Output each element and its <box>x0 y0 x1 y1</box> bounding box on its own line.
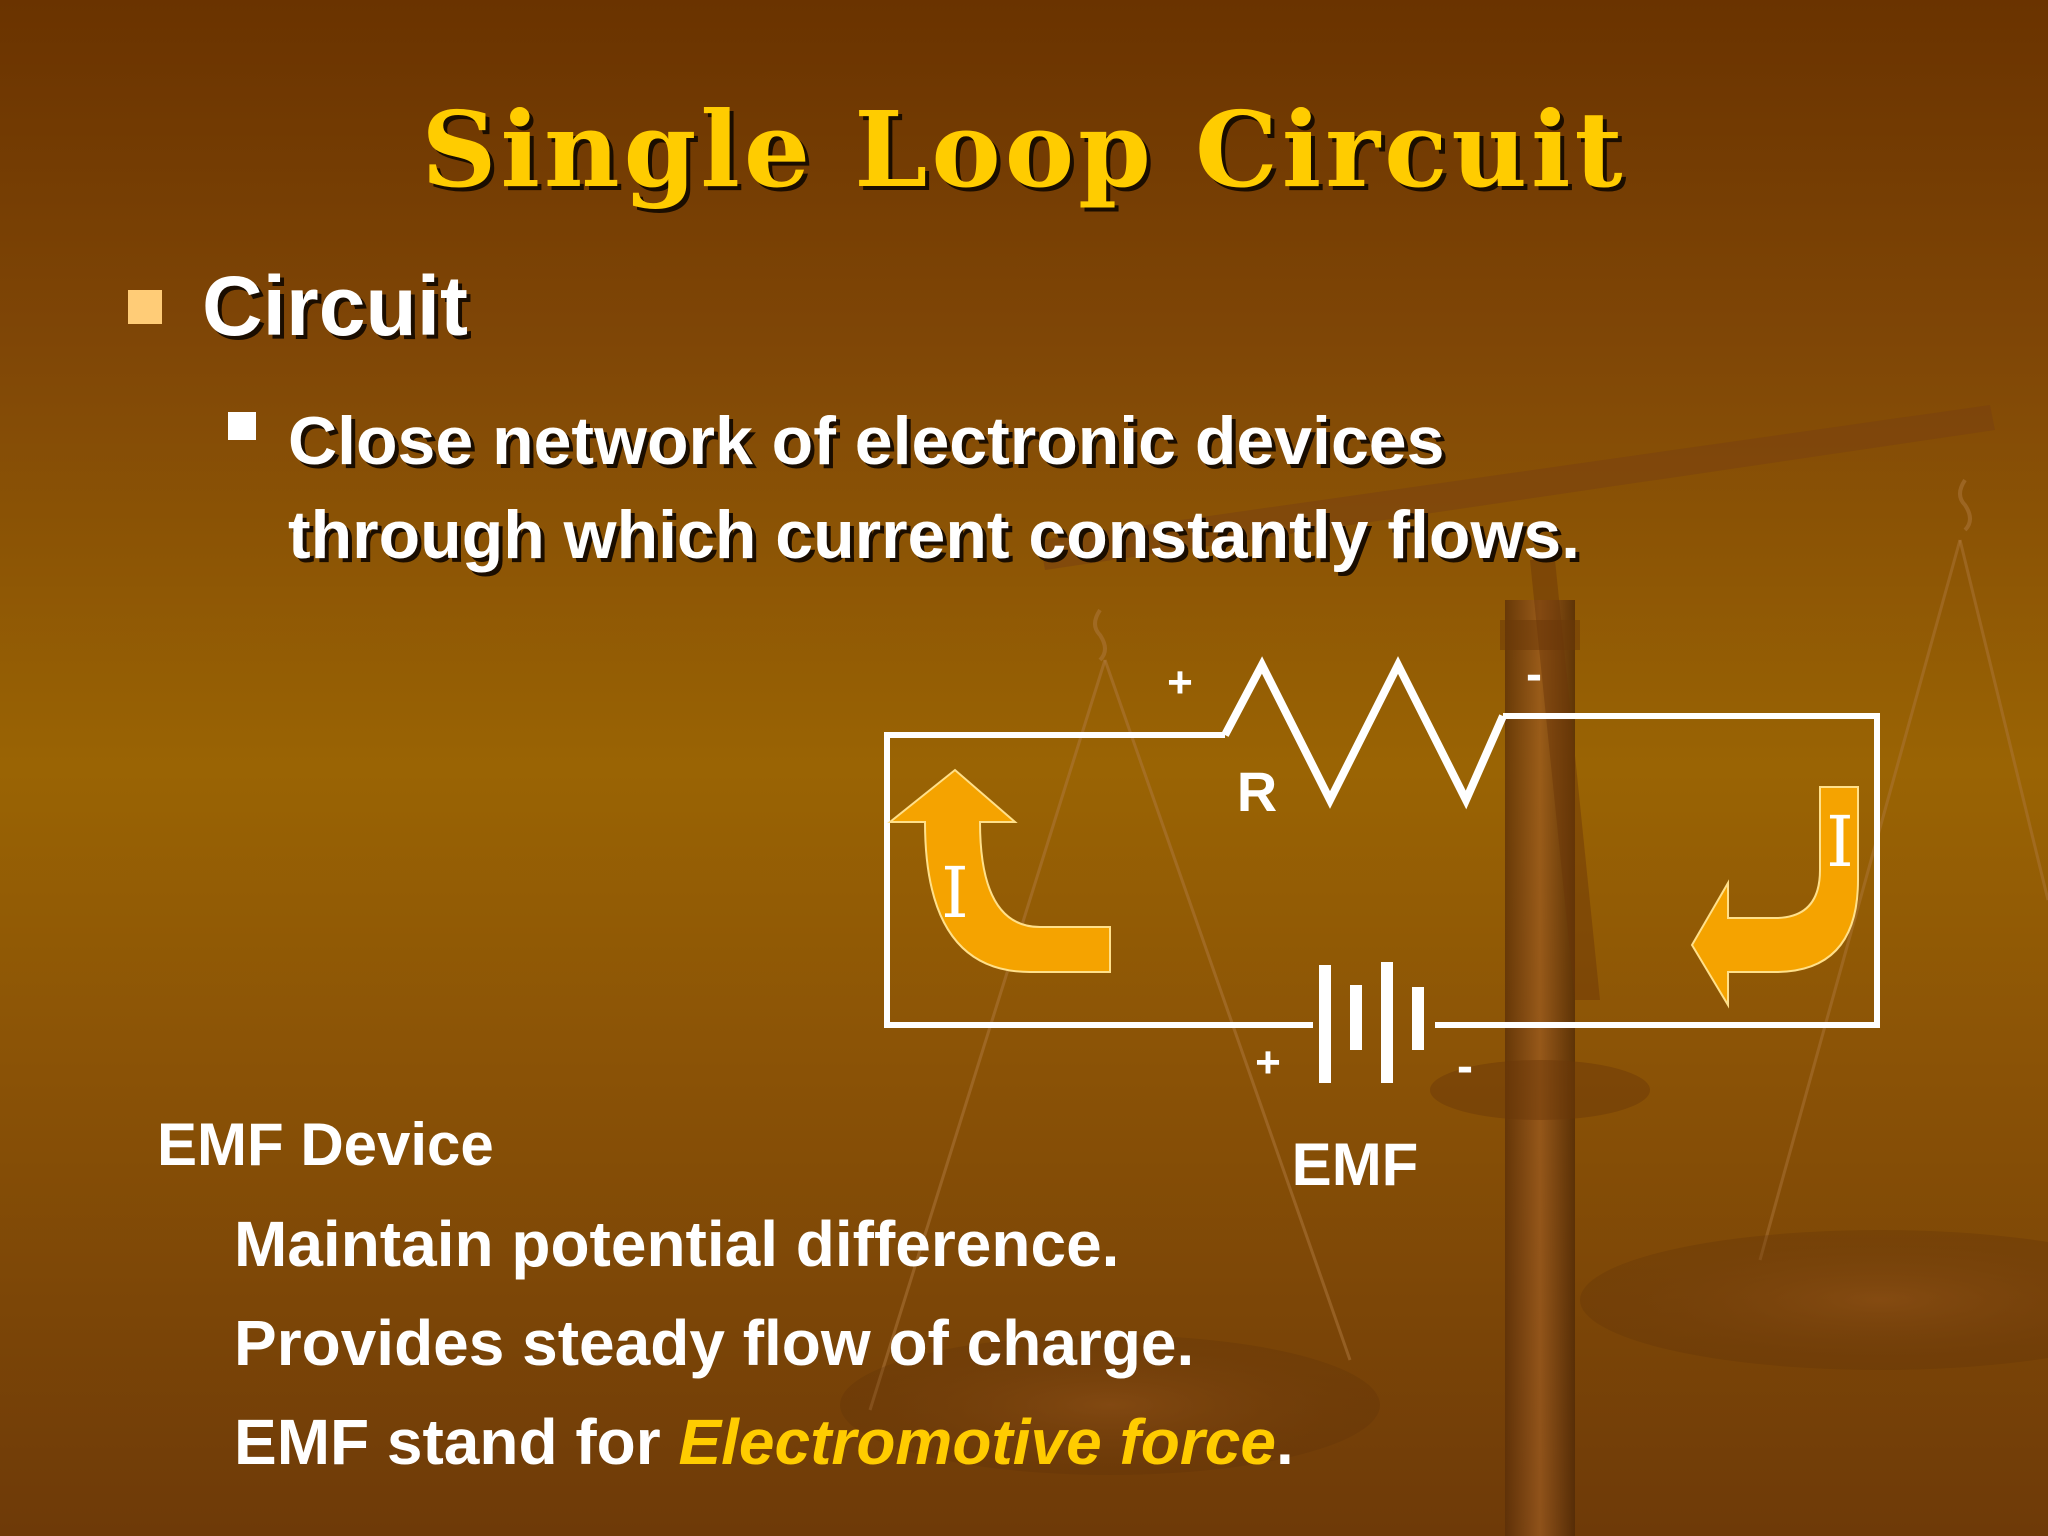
emf-device-line-2: Provides steady flow of charge. <box>234 1307 1195 1379</box>
battery-symbol <box>1319 962 1424 1083</box>
current-right-label: I <box>1826 801 1854 883</box>
battery-plus-label: + <box>1255 1038 1281 1087</box>
current-left-label: I <box>941 852 969 934</box>
battery-minus-label: - <box>1457 1040 1473 1093</box>
sub-bullet-text: Close network of electronic devices thro… <box>288 394 1888 582</box>
bullet-circuit: Circuit <box>128 258 468 355</box>
sub-bullet-definition: Close network of electronic devices thro… <box>228 394 1888 582</box>
current-arrow-right-icon <box>1690 786 1859 1009</box>
slide-title: Single Loop Circuit <box>421 88 1627 211</box>
current-arrow-left-icon <box>887 768 1111 973</box>
emf-line-3-suffix: . <box>1275 1406 1294 1478</box>
sub-bullet-square-icon <box>228 412 256 440</box>
emf-device-line-3: EMF stand for Electromotive force. <box>234 1405 1294 1479</box>
sub-bullet-line-2: through which current constantly flows. <box>288 497 1581 573</box>
emf-line-3-prefix: EMF stand for <box>234 1406 679 1478</box>
resistor-symbol <box>1221 656 1507 810</box>
resistor-minus-label: - <box>1526 648 1542 701</box>
sub-bullet-line-1: Close network of electronic devices <box>288 403 1445 479</box>
resistor-plus-label: + <box>1167 658 1193 707</box>
bullet-square-icon <box>128 289 162 324</box>
battery-emf-label: EMF <box>1292 1131 1419 1198</box>
emf-device-heading: EMF Device <box>157 1111 494 1178</box>
emf-line-3-accent: Electromotive force <box>678 1406 1276 1478</box>
circuit-wire-left <box>884 732 1313 1028</box>
resistor-label: R <box>1237 760 1277 823</box>
emf-device-line-1: Maintain potential difference. <box>234 1208 1120 1280</box>
circuit-wire-right <box>1435 713 1880 1028</box>
bullet-circuit-label: Circuit <box>202 259 469 353</box>
